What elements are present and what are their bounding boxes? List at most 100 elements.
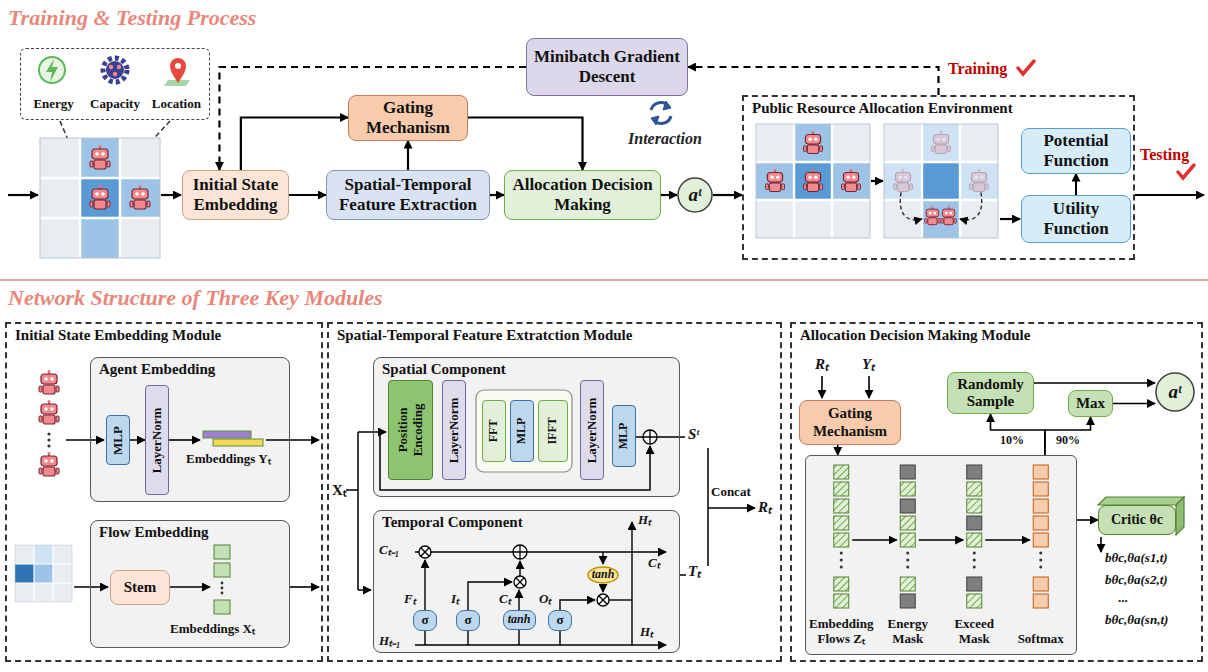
mask-columns [900,533,915,547]
text-label: Oₜ [539,592,551,607]
node-text: tanh [508,613,531,627]
environment-grid [900,192,922,219]
layer-box: LayerNorm [442,380,466,480]
node-text: Potential Function [1025,131,1127,170]
panel-heading: Spatial-Temporal Feature Extratction Mod… [337,327,772,344]
embedding-bars [203,431,251,438]
environment-grid [804,169,823,192]
text-label: bθc,θa(s2,t) [1105,573,1168,588]
mask-columns [900,499,915,513]
module-arrow [74,586,108,588]
text-label: 10% [1000,434,1024,448]
node-text: Stem [124,579,157,596]
environment-grid [960,162,998,200]
layer-box: LayerNorm [580,380,604,480]
environment-grid [922,124,960,162]
layer-box: Position Encoding [388,380,433,480]
mask-columns [834,482,849,496]
panel-heading: Temporal Component [382,514,671,531]
lstm-wire [518,590,519,611]
mask-columns [967,499,982,513]
flow-map-grid [34,545,53,564]
process-box: Max [1068,390,1113,417]
flow-arrow [1000,218,1020,220]
text-label: Network Structure of Three Key Modules [8,285,383,310]
arrow-connector [837,445,839,455]
layer-box: MLP [106,415,130,465]
node-text: Softmax [1008,632,1074,647]
environment-grid [794,124,832,162]
mask-columns [840,566,843,569]
check-mark [1178,165,1194,178]
process-box: Gating Mechanism [799,400,901,445]
mask-columns [834,516,849,530]
node-text: MLP [617,408,631,464]
text-label: ... [1118,591,1128,606]
lstm-wire [415,522,666,645]
node-text: Minibatch Gradient Descent [530,47,684,86]
node-text: σ [556,613,563,628]
process-box: σ [456,610,480,631]
node-text: Critic θc [1111,512,1163,528]
flow-map-grid [15,545,72,602]
mask-columns [967,482,982,496]
text-label: Xₜ [332,482,347,499]
node-text: MLP [515,403,529,459]
node-text: Capacity [85,97,145,112]
mask-columns [973,559,976,562]
process-box: σ [413,610,437,631]
module-panel: Allocation Decision Making ModuleGating … [790,322,1203,662]
arrow-connector [1113,403,1155,405]
node-text: FFT [487,403,501,459]
flow-arrow [8,194,38,196]
map-grid [40,138,160,258]
environment-grid [941,206,957,225]
lstm-wire [424,560,425,611]
component-panel: Spatial ComponentPosition Encoding LayerN… [373,357,680,497]
process-box: Randomly Sample [947,372,1034,414]
attribute-icons [39,57,65,83]
component-panel: Temporal Componentσσtanhσtanh [373,510,680,653]
ellipse-outline [1156,373,1194,411]
environment-grid [922,162,960,200]
decision-arrow [821,376,823,398]
environment-grid [884,124,998,238]
environment-grid [756,124,870,238]
layer-box: FFT [482,400,506,462]
text-label: Embeddings Xₜ [170,622,255,637]
node-text: tanh [592,568,615,582]
node-text: Randomly Sample [951,376,1030,411]
map-grid [90,185,110,209]
node-text: Max [1076,395,1105,412]
panel-heading: Spatial Component [382,361,671,378]
flow-embedding-cells [221,592,224,595]
arrow-connector [991,414,1045,455]
interaction-icon [651,101,671,125]
process-box: tanh [503,610,536,630]
attribute-icons [106,61,124,79]
panel-heading: Agent Embedding [99,361,281,378]
operator-symbol [421,548,429,556]
text-label: Cₜ [499,592,511,607]
layer-box: MLP [612,405,636,467]
arrow-connector [407,141,409,171]
environment-grid [884,124,998,238]
mask-columns [1039,559,1042,562]
module-panel: Public Resource Allocation EnvironmentPo… [742,95,1135,260]
critic-depth [1176,497,1184,535]
node-text: aᵗ [1168,381,1181,403]
mask-columns [985,539,1030,541]
critic-depth [1098,497,1184,535]
flow-map-grid [15,564,34,583]
environment-grid [922,200,960,238]
mask-columns [840,559,843,562]
map-grid [90,145,110,169]
group-box: Embedding Flows ZₜEnergy MaskExceed Mask… [805,455,1077,655]
flow-arrow [1135,194,1204,196]
module-arrow [170,586,210,588]
embedding-bars [213,439,263,446]
flow-embedding-cells [214,563,230,577]
node-text: Location [146,97,206,112]
node-text: Energy [24,97,84,112]
mask-columns [834,594,849,608]
